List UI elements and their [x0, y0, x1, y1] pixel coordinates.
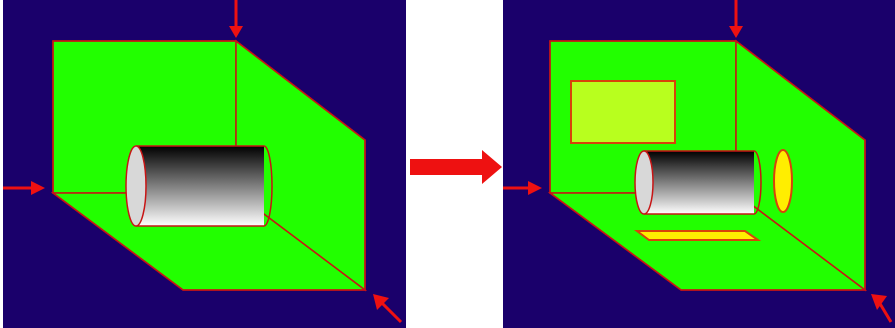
arrow-front [373, 294, 403, 324]
transition-arrow [410, 150, 502, 184]
arrow-top [229, 0, 243, 38]
cylinder-end [634, 150, 654, 215]
arrow-left [3, 181, 45, 195]
scene-after [503, 0, 895, 328]
arrow-front [871, 294, 893, 323]
parallelogram-projection [634, 230, 762, 241]
arrow-left [503, 181, 542, 195]
panel-before [3, 0, 406, 328]
arrow-top [729, 0, 743, 38]
panel-after [503, 0, 895, 328]
cylinder [125, 145, 273, 227]
box-outline [549, 40, 866, 291]
cylinder [634, 150, 762, 215]
cylinder-end [125, 145, 147, 227]
box-outline [52, 40, 366, 291]
ellipse-projection [773, 149, 793, 213]
scene-before [3, 0, 406, 328]
rectangle-projection [570, 80, 676, 144]
